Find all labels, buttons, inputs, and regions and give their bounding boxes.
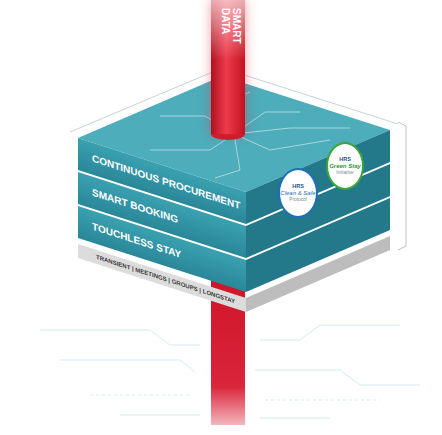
circuit-line	[265, 400, 380, 401]
circuit-trace	[215, 134, 240, 178]
badge-title: Clean & Safe	[280, 190, 315, 196]
badge-title: Green Stay	[329, 163, 361, 169]
circuit-line	[40, 330, 200, 345]
base-side	[246, 236, 390, 312]
circuit-line	[90, 395, 190, 396]
circuit-line	[60, 360, 195, 372]
badge-circle: HRSGreen StayInitiative	[326, 142, 364, 190]
badge-subtitle: Initiative	[336, 170, 354, 175]
beam-label: SMART DATA	[220, 8, 242, 54]
badge-logo: HRS	[292, 184, 304, 190]
data-beam: SMART DATA	[211, 0, 245, 134]
glass-bracket	[398, 122, 406, 250]
circuit-line	[260, 325, 400, 340]
badge-circle: HRSClean & SafeProtocol	[278, 168, 318, 218]
circuit-trace	[234, 128, 350, 134]
badge-subtitle: Protocol	[289, 197, 307, 202]
circuit-line	[255, 370, 420, 385]
badge-logo: HRS	[339, 157, 351, 163]
circuit-trace	[234, 134, 330, 150]
